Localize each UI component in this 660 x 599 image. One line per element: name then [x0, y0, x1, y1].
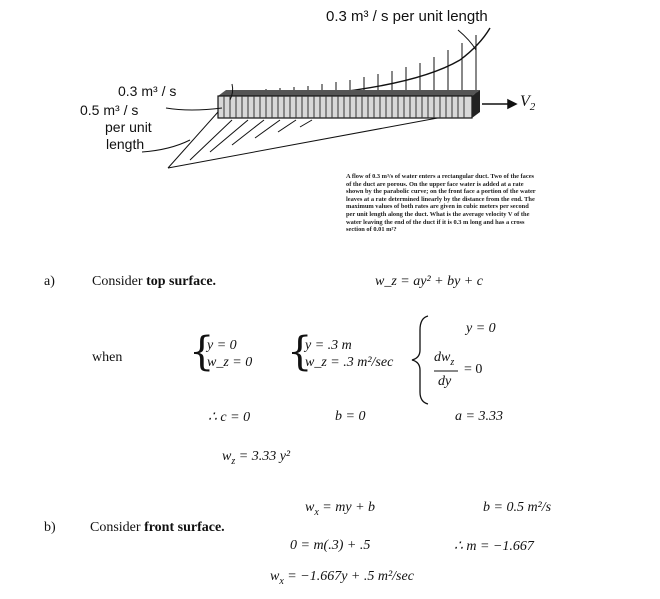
part-b-heading-bold: front surface. [144, 520, 225, 535]
part-b-result-text: = −1.667y + .5 m²/sec [287, 569, 414, 584]
label-per-unit: per unit [105, 119, 152, 135]
part-a-heading-bold: top surface. [146, 274, 217, 289]
result-c: ∴ c = 0 [208, 410, 251, 425]
dw-symbol: dw [434, 350, 451, 365]
parabolic-curve [224, 27, 491, 101]
when-label: when [92, 350, 123, 365]
front-triangle [167, 111, 471, 169]
part-a-general-equation-text: w_z = ay² + by + c [375, 274, 483, 289]
part-b-heading-prefix: Consider [90, 520, 145, 535]
label-length: length [106, 136, 145, 152]
part-b-general-equation: wx = my + b [305, 500, 376, 518]
condition-1-line-1: y = 0 [207, 338, 237, 353]
brace-1: { [189, 329, 215, 375]
result-a: a = 3.33 [455, 409, 503, 424]
part-a-result: wz = 3.33 y² [222, 449, 291, 467]
part-b-m-value: ∴ m = −1.667 [454, 539, 534, 554]
brace-2: { [287, 329, 313, 375]
label-top-rate: 0.3 m³ / s per unit length [326, 8, 488, 25]
exit-arrow [482, 98, 518, 110]
part-a-result-text: = 3.33 y² [238, 449, 291, 464]
part-a-heading: Consider top surface. [92, 274, 216, 290]
condition-1-line-2: w_z = 0 [207, 355, 253, 370]
part-a-general-equation: w_z = ay² + by + c [375, 274, 483, 290]
condition-3-eq: = 0 [464, 362, 483, 377]
condition-3-dy: dy [438, 374, 452, 389]
part-a-heading-prefix: Consider [92, 274, 147, 289]
label-velocity: V2 [520, 93, 535, 113]
condition-2-line-2: w_z = .3 m²/sec [305, 355, 394, 370]
condition-3-line-1: y = 0 [466, 321, 496, 336]
label-outflow: 0.5 m³ / s [80, 102, 139, 118]
label-inflow: 0.3 m³ / s [118, 83, 177, 99]
part-b-b-value: b = 0.5 m²/s [483, 500, 552, 515]
dw-subscript: z [450, 356, 455, 368]
duct-figure [141, 27, 518, 169]
leader-lines [141, 29, 477, 153]
part-b-general-equation-text: = my + b [322, 500, 376, 515]
velocity-subscript: 2 [529, 101, 536, 114]
part-b-heading: Consider front surface. [90, 520, 225, 536]
condition-2-line-1: y = .3 m [305, 338, 352, 353]
condition-3-dw: dwz [434, 350, 454, 368]
result-b: b = 0 [335, 409, 366, 424]
part-b-result: wx = −1.667y + .5 m²/sec [270, 569, 414, 587]
part-a-letter: a) [44, 274, 55, 289]
problem-caption: A flow of 0.3 m³/s of water enters a rec… [346, 173, 536, 234]
duct-box [217, 90, 480, 119]
velocity-symbol: V [520, 93, 530, 110]
part-b-sub-equation: 0 = m(.3) + .5 [290, 538, 371, 553]
part-b-letter: b) [44, 520, 56, 535]
